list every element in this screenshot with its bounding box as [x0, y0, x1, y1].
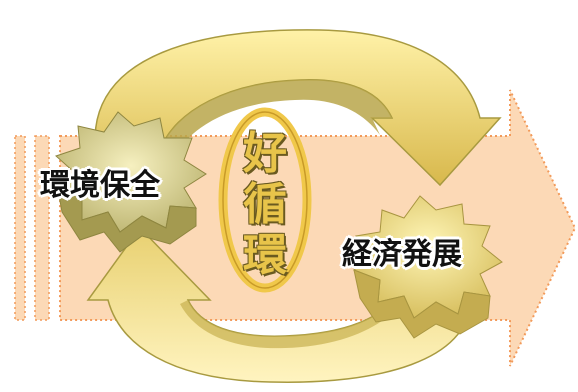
upper-loop-arrow: [94, 29, 502, 187]
right-burst-shape: [353, 195, 503, 339]
lower-loop-arrow: [86, 226, 471, 383]
environment-protection-label: 環境保全: [40, 168, 160, 203]
center-ring: [218, 107, 312, 293]
economic-development-label: 経済発展: [342, 237, 462, 272]
background-arrow-tail-stripes: [14, 135, 50, 321]
good-cycle-label: 好循環: [232, 128, 298, 281]
good-cycle-char: 循: [243, 179, 287, 230]
good-cycle-char: 環: [243, 230, 287, 281]
left-burst-shape: [55, 111, 207, 253]
good-cycle-char: 好: [243, 128, 287, 179]
